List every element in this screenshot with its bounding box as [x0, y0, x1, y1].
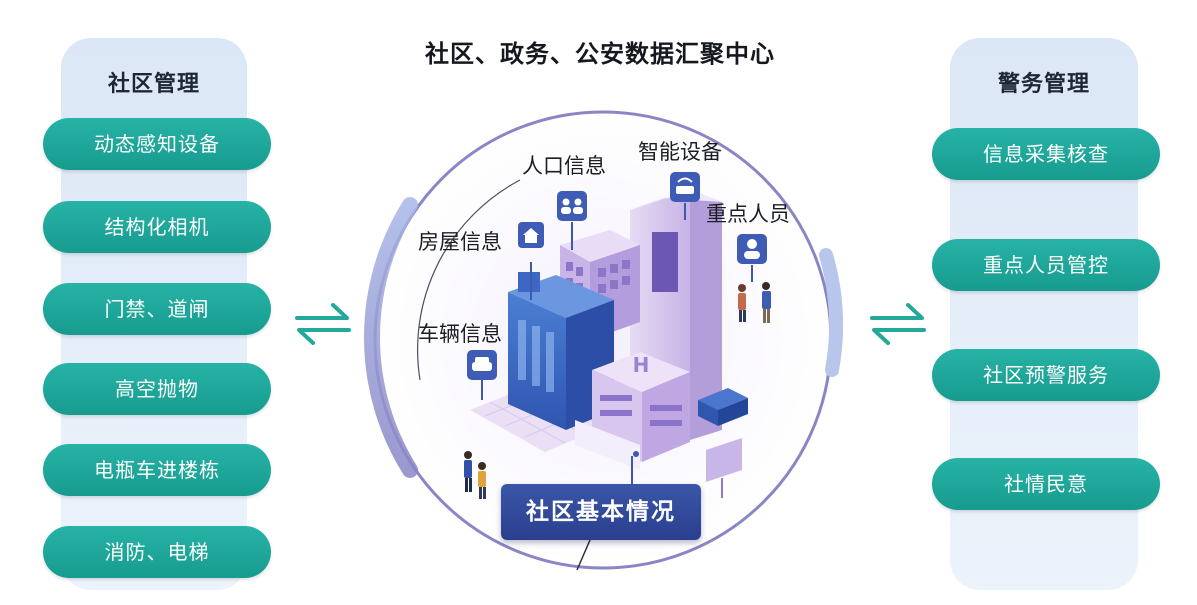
right-item-community-alert[interactable]: 社区预警服务: [932, 349, 1160, 401]
label-vehicle-info: 车辆信息: [418, 322, 502, 346]
left-item-structured-camera[interactable]: 结构化相机: [43, 201, 271, 253]
label-key-persons: 重点人员: [706, 202, 790, 226]
exchange-arrows-icon: [295, 303, 351, 345]
left-item-ebike-entry[interactable]: 电瓶车进楼栋: [43, 444, 271, 496]
people-icon: [557, 191, 587, 250]
right-item-key-person-control[interactable]: 重点人员管控: [932, 239, 1160, 291]
router-icon: [670, 172, 700, 220]
main-title: 社区、政务、公安数据汇聚中心: [425, 40, 775, 68]
label-housing-info: 房屋信息: [418, 230, 502, 254]
left-item-access-gate[interactable]: 门禁、道闸: [43, 283, 271, 335]
label-smart-devices: 智能设备: [638, 140, 722, 164]
svg-text:H: H: [633, 353, 650, 377]
car-icon: [467, 350, 497, 400]
left-item-falling-objects[interactable]: 高空抛物: [43, 363, 271, 415]
person-icon: [737, 234, 767, 282]
left-item-dynamic-sensing[interactable]: 动态感知设备: [43, 118, 271, 170]
exchange-arrows-icon: [870, 303, 926, 345]
label-population-info: 人口信息: [522, 154, 606, 178]
community-management-title: 社区管理: [107, 72, 200, 97]
house-icon: [518, 222, 544, 300]
community-basic-info-box[interactable]: 社区基本情况: [501, 484, 701, 540]
police-management-title: 警务管理: [997, 72, 1090, 97]
people-figures: [464, 282, 771, 499]
right-item-public-opinion[interactable]: 社情民意: [932, 458, 1160, 510]
left-item-fire-elevator[interactable]: 消防、电梯: [43, 526, 271, 578]
right-item-info-verification[interactable]: 信息采集核查: [932, 128, 1160, 180]
